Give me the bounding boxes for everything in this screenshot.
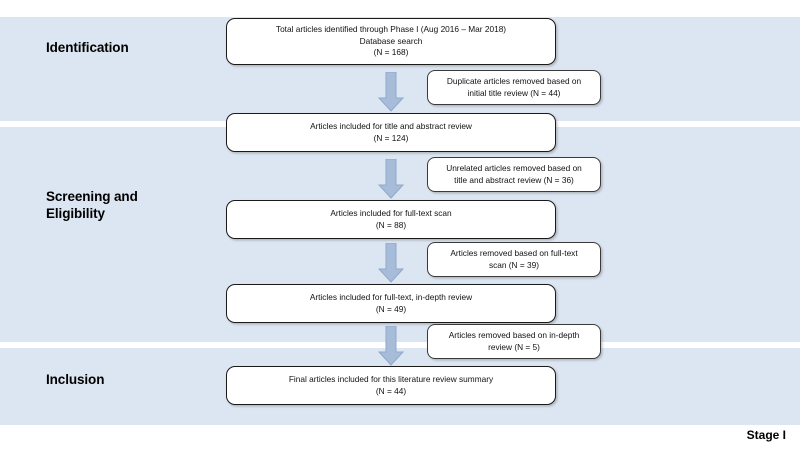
down-arrow-icon	[377, 325, 405, 366]
flow-node-included-in-depth-review: Articles included for full-text, in-dept…	[226, 284, 556, 323]
exclusion-node-duplicates-removed: Duplicate articles removed based on init…	[427, 70, 601, 105]
down-arrow-icon	[377, 71, 405, 112]
stage-label-screening: Screening and Eligibility	[46, 189, 138, 221]
down-arrow-icon	[377, 242, 405, 283]
exclusion-node-unrelated-removed: Unrelated articles removed based on titl…	[427, 157, 601, 192]
stage-label-identification: Identification	[46, 40, 129, 55]
flow-node-included-full-text-scan: Articles included for full-text scan (N …	[226, 200, 556, 239]
exclusion-node-in-depth-review-removed: Articles removed based on in-depth revie…	[427, 324, 601, 359]
flow-node-final-included-articles: Final articles included for this literat…	[226, 366, 556, 405]
flow-node-total-articles-identified: Total articles identified through Phase …	[226, 18, 556, 65]
down-arrow-icon	[377, 158, 405, 199]
flow-node-included-title-abstract-review: Articles included for title and abstract…	[226, 113, 556, 152]
stage-label-inclusion: Inclusion	[46, 372, 105, 387]
figure-stage-caption: Stage I	[746, 428, 786, 442]
exclusion-node-full-text-scan-removed: Articles removed based on full-text scan…	[427, 242, 601, 277]
